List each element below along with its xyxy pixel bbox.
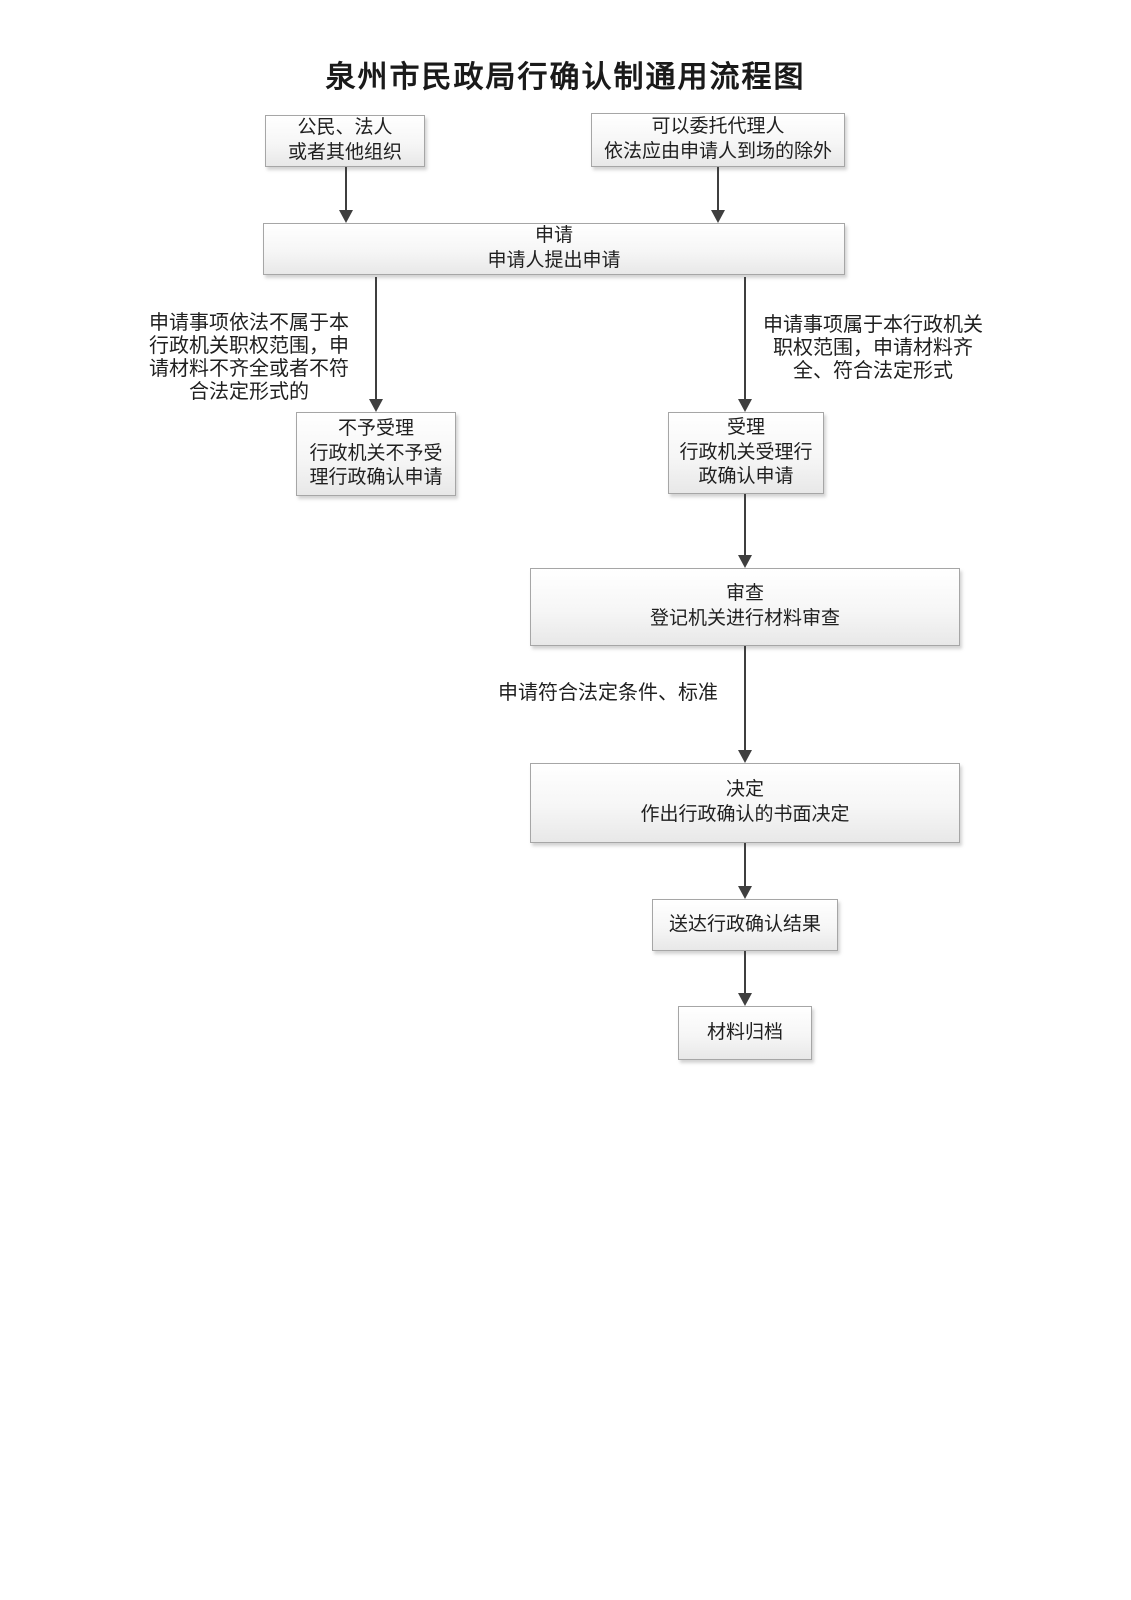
arrow-line bbox=[744, 951, 746, 993]
node-accept-title: 受理 bbox=[726, 416, 765, 438]
node-review-title: 审查 bbox=[725, 583, 764, 605]
arrow-review-to-decision-icon bbox=[738, 646, 752, 763]
arrow-line bbox=[345, 167, 347, 210]
node-decision: 决定 作出行政确认的书面决定 bbox=[530, 763, 960, 843]
arrow-apply-to-accept-icon bbox=[738, 277, 752, 412]
node-accept-body: 行政机关受理行 政确认申请 bbox=[679, 441, 813, 488]
node-archive-text: 材料归档 bbox=[706, 1021, 783, 1043]
arrow-head-icon bbox=[738, 750, 752, 763]
node-agent-text: 可以委托代理人 依法应由申请人到场的除外 bbox=[603, 116, 832, 162]
node-applicant-text: 公民、法人 或者其他组织 bbox=[287, 117, 402, 163]
arrow-line bbox=[744, 843, 746, 886]
arrow-applicant-to-apply-icon bbox=[339, 167, 353, 223]
node-decision-title: 决定 bbox=[725, 779, 764, 801]
node-accept: 受理 行政机关受理行 政确认申请 bbox=[668, 412, 824, 494]
node-deliver-text: 送达行政确认结果 bbox=[668, 913, 821, 935]
arrow-head-icon bbox=[369, 399, 383, 412]
node-reject: 不予受理 行政机关不予受 理行政确认申请 bbox=[296, 412, 456, 496]
node-reject-title: 不予受理 bbox=[337, 417, 414, 439]
edge-label-within-authority: 申请事项属于本行政机关 职权范围，申请材料齐 全、符合法定形式 bbox=[763, 314, 983, 382]
node-review-body: 登记机关进行材料审查 bbox=[649, 608, 840, 629]
arrow-accept-to-review-icon bbox=[738, 494, 752, 568]
node-archive: 材料归档 bbox=[678, 1006, 812, 1060]
arrow-line bbox=[717, 167, 719, 210]
arrow-head-icon bbox=[738, 993, 752, 1006]
arrow-apply-to-reject-icon bbox=[369, 277, 383, 412]
node-apply: 申请 申请人提出申请 bbox=[263, 223, 845, 275]
arrow-head-icon bbox=[738, 886, 752, 899]
arrow-head-icon bbox=[738, 555, 752, 568]
arrow-head-icon bbox=[738, 399, 752, 412]
page-title: 泉州市民政局行确认制通用流程图 bbox=[325, 61, 806, 94]
node-apply-title: 申请 bbox=[534, 225, 573, 247]
node-reject-body: 行政机关不予受 理行政确认申请 bbox=[309, 442, 443, 489]
edge-label-not-within-authority: 申请事项依法不属于本 行政机关职权范围，申 请材料不齐全或者不符 合法定形式的 bbox=[149, 312, 349, 403]
arrow-decision-to-deliver-icon bbox=[738, 843, 752, 899]
arrow-agent-to-apply-icon bbox=[711, 167, 725, 223]
arrow-deliver-to-archive-icon bbox=[738, 951, 752, 1006]
node-apply-body: 申请人提出申请 bbox=[487, 250, 621, 271]
node-review: 审查 登记机关进行材料审查 bbox=[530, 568, 960, 646]
node-decision-body: 作出行政确认的书面决定 bbox=[640, 804, 850, 825]
edge-label-meets-conditions: 申请符合法定条件、标准 bbox=[498, 682, 718, 704]
arrow-line bbox=[744, 646, 746, 750]
arrow-head-icon bbox=[711, 210, 725, 223]
arrow-line bbox=[744, 494, 746, 555]
arrow-line bbox=[744, 277, 746, 399]
arrow-head-icon bbox=[339, 210, 353, 223]
node-deliver: 送达行政确认结果 bbox=[652, 899, 838, 951]
arrow-line bbox=[375, 277, 377, 399]
node-applicant: 公民、法人 或者其他组织 bbox=[265, 115, 425, 167]
node-agent: 可以委托代理人 依法应由申请人到场的除外 bbox=[591, 113, 845, 167]
